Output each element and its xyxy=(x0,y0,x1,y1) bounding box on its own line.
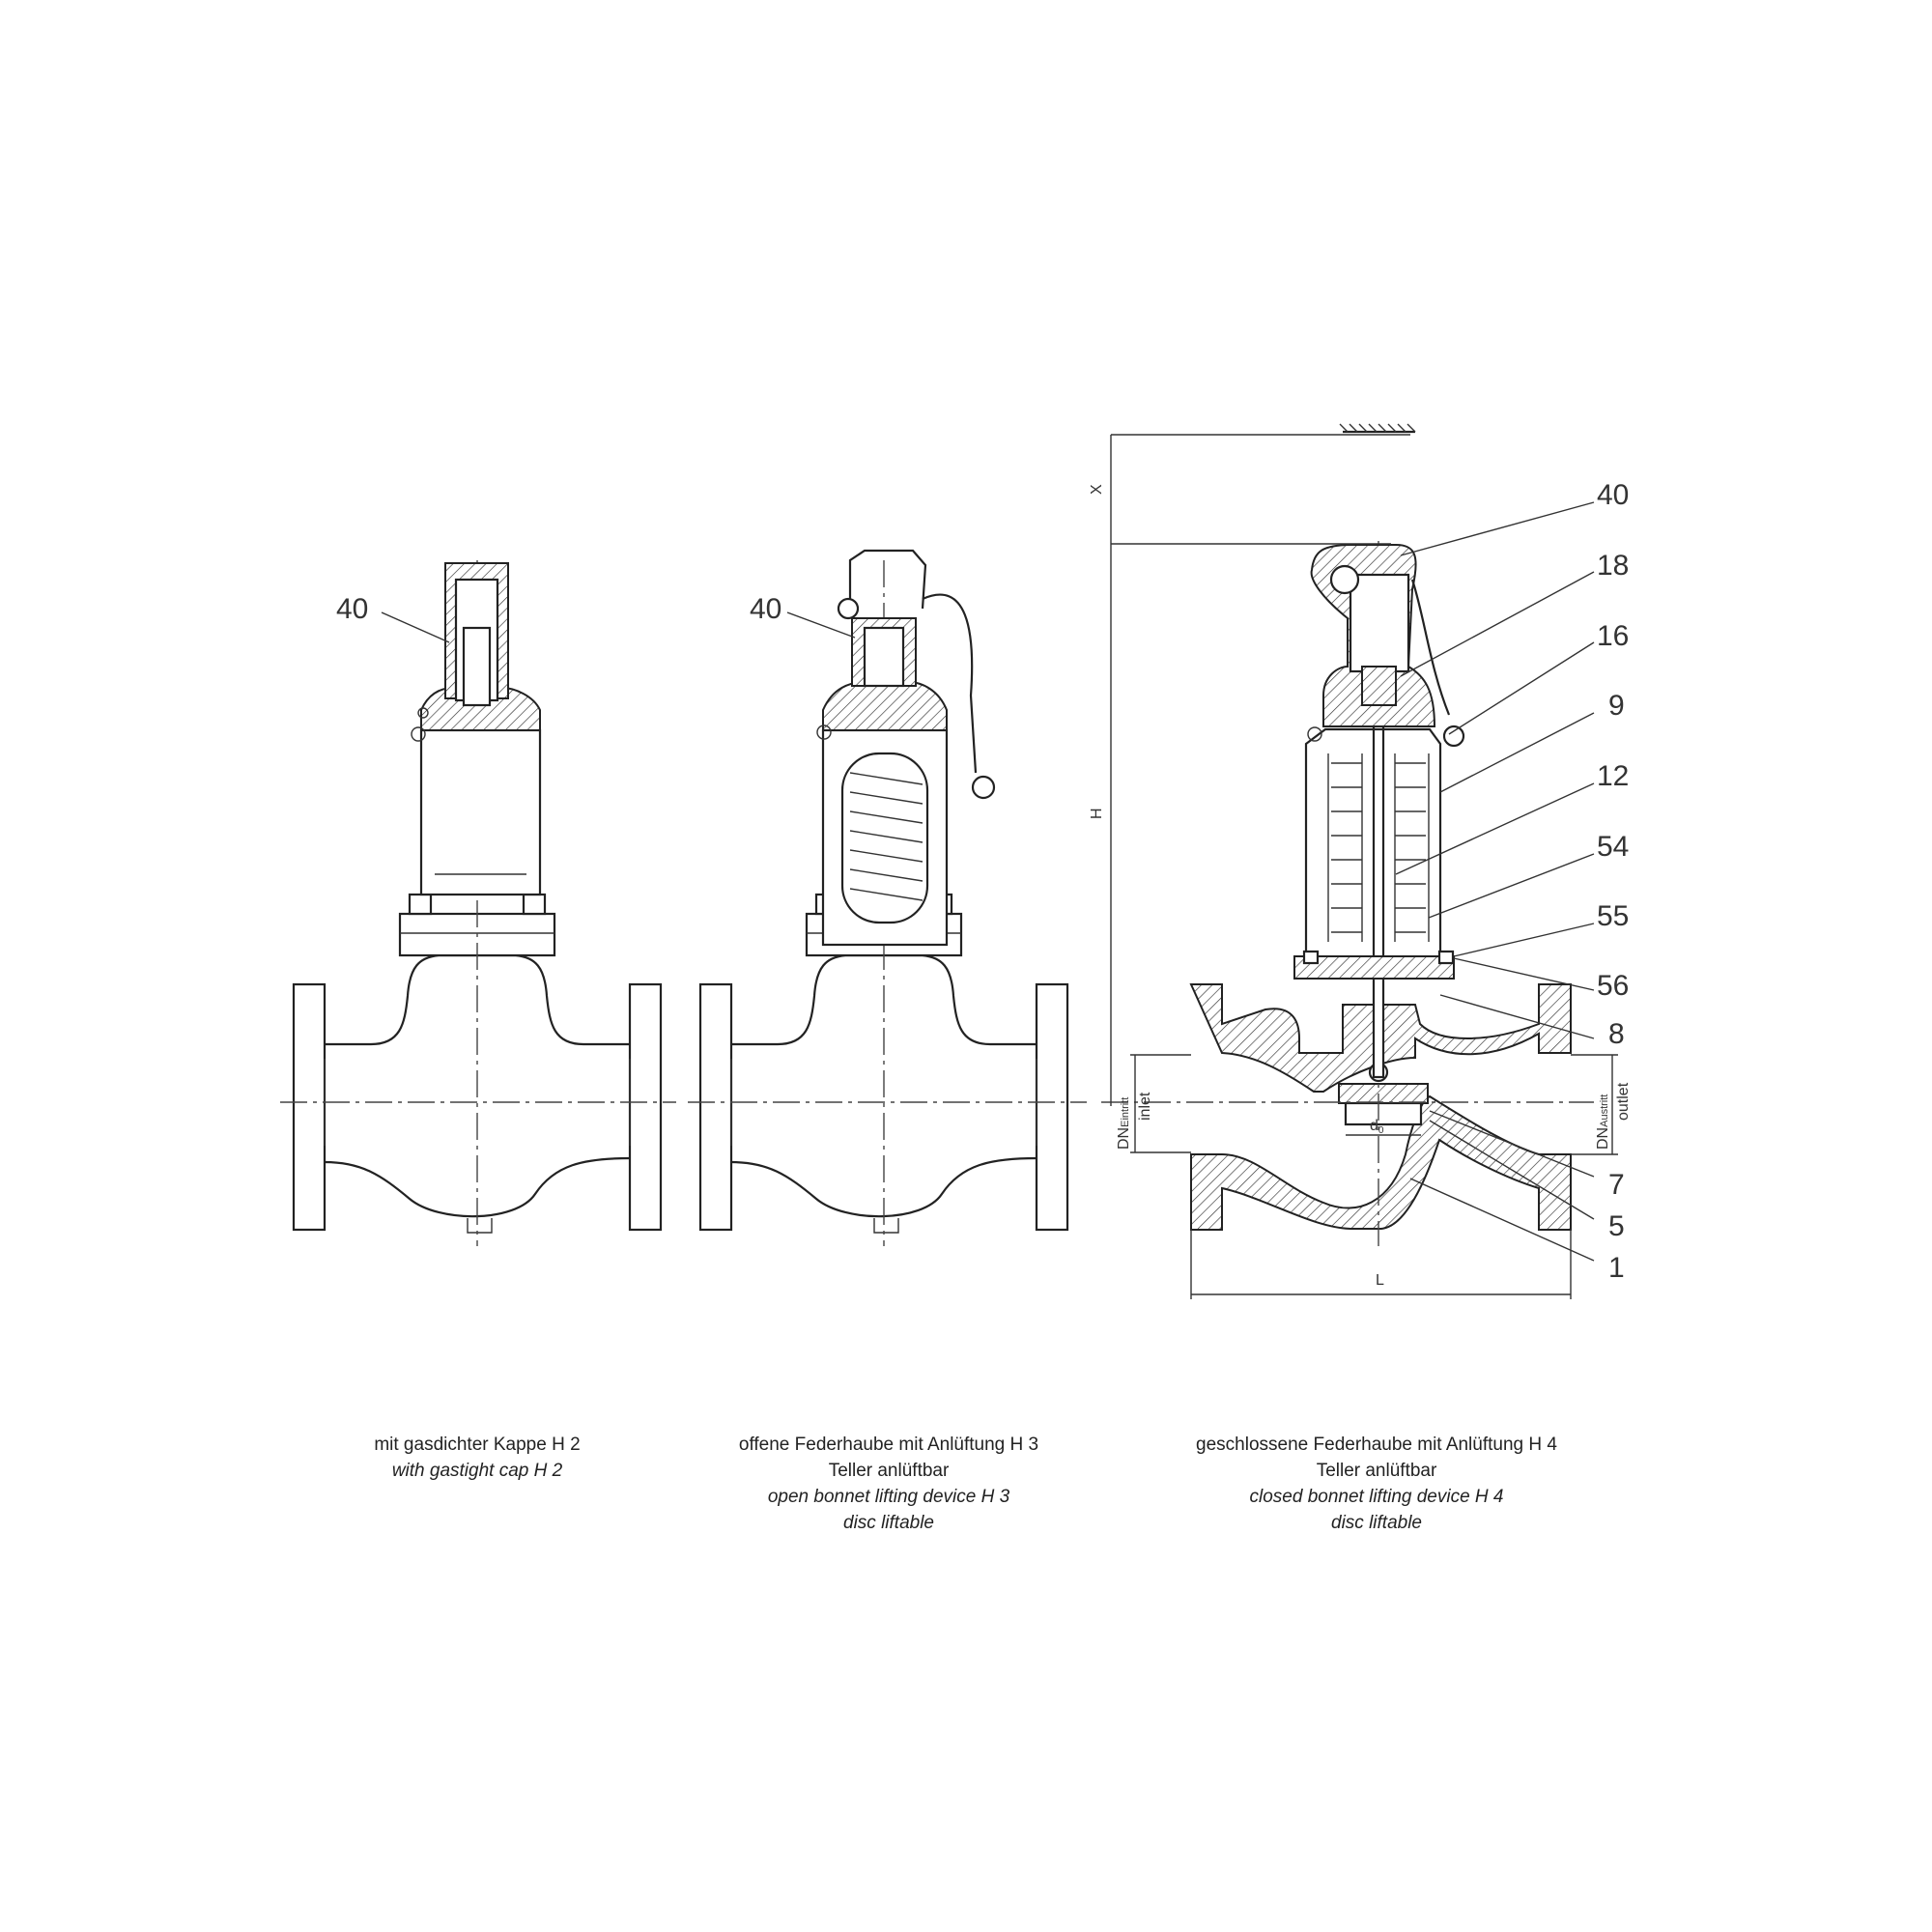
svg-text:inlet: inlet xyxy=(1137,1092,1153,1121)
svg-text:L: L xyxy=(1376,1272,1384,1289)
disc xyxy=(1338,1083,1429,1104)
svg-text:7: 7 xyxy=(1608,1169,1625,1201)
svg-text:18: 18 xyxy=(1597,550,1629,582)
svg-text:d0: d0 xyxy=(1370,1118,1384,1136)
part-label-40: 40 xyxy=(336,593,368,625)
caption-h4: geschlossene Federhaube mit Anlüftung H … xyxy=(1196,1435,1557,1533)
part-numbers: 40 18 16 9 12 54 55 56 8 7 5 1 xyxy=(1597,479,1629,1284)
svg-text:DNEintritt: DNEintritt xyxy=(1116,1097,1132,1150)
svg-text:DNAustritt: DNAustritt xyxy=(1595,1094,1611,1150)
caption-h3: offene Federhaube mit Anlüftung H 3 Tell… xyxy=(738,1435,1039,1533)
svg-text:12: 12 xyxy=(1597,760,1629,792)
caption-h2: mit gasdichter Kappe H 2 with gastight c… xyxy=(374,1435,581,1481)
svg-text:56: 56 xyxy=(1597,970,1629,1002)
svg-text:H: H xyxy=(1089,808,1105,819)
svg-text:40: 40 xyxy=(1597,479,1629,511)
dimensions: X H DNEintritt inlet DNAustritt outlet d… xyxy=(1089,423,1632,1299)
svg-text:55: 55 xyxy=(1597,900,1629,932)
valve-h4-section: X H DNEintritt inlet DNAustritt outlet d… xyxy=(1089,423,1632,1299)
svg-text:outlet: outlet xyxy=(1615,1082,1632,1121)
valve-h2-drawing: 40 xyxy=(280,560,676,1246)
svg-text:16: 16 xyxy=(1597,620,1629,652)
spring xyxy=(849,772,923,901)
svg-text:8: 8 xyxy=(1608,1018,1625,1050)
svg-text:9: 9 xyxy=(1608,690,1625,722)
svg-text:1: 1 xyxy=(1608,1252,1625,1284)
valve-h3-drawing: 40 xyxy=(688,549,1087,1246)
svg-text:54: 54 xyxy=(1597,831,1629,863)
svg-text:5: 5 xyxy=(1608,1210,1625,1242)
part-label-40: 40 xyxy=(750,593,781,625)
svg-text:X: X xyxy=(1089,484,1105,495)
spring xyxy=(1327,753,1430,942)
leader-lines xyxy=(1395,501,1595,1262)
